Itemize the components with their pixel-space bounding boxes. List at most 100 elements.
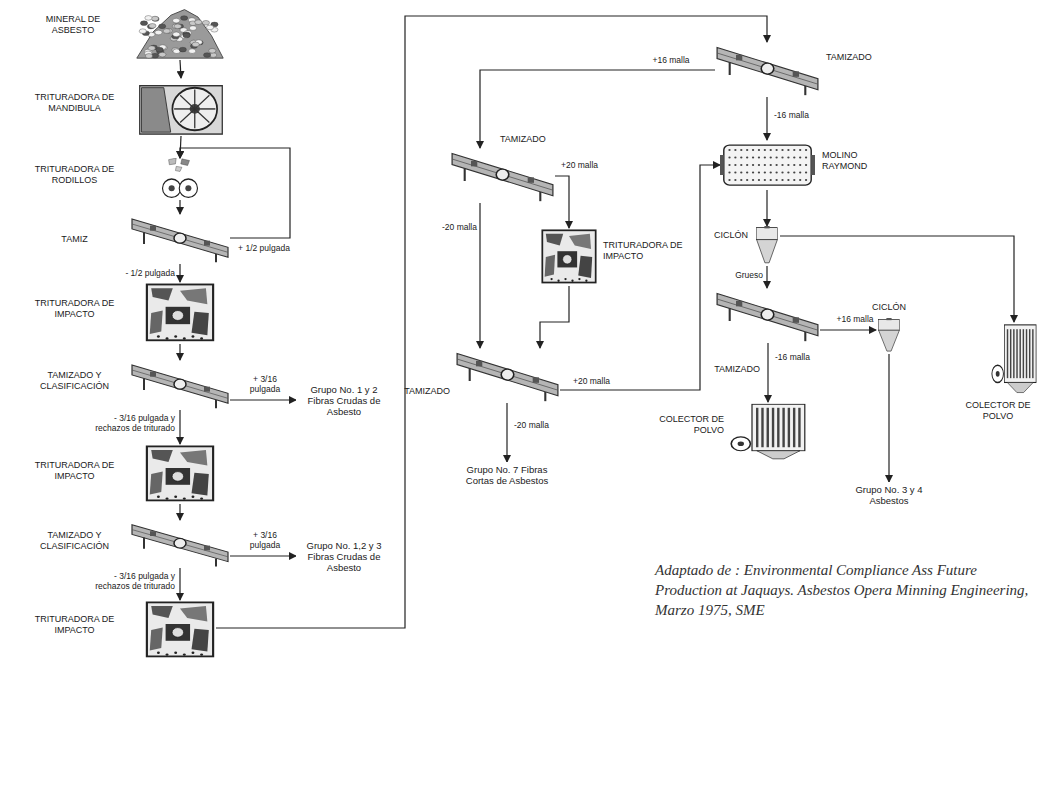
flow-arrow <box>766 266 767 288</box>
output-product: Grupo No. 1,2 y 3 Fibras Crudas de Asbes… <box>296 538 392 575</box>
flow-arrow <box>555 176 569 228</box>
equipment-label: COLECTOR DE POLVO <box>650 414 724 436</box>
equipment-icon <box>720 140 815 190</box>
equipment-node: CICLÓN <box>876 318 902 354</box>
equipment-icon <box>715 288 820 343</box>
equipment-node: CICLÓN <box>754 226 780 266</box>
size-fraction-label: -16 malla <box>773 110 825 120</box>
equipment-node: TAMIZADO <box>455 348 560 403</box>
equipment-icon <box>990 322 1038 394</box>
source-caption: Adaptado de : Environmental Compliance A… <box>655 560 1035 620</box>
flow-arrow <box>540 286 569 348</box>
flow-arrow <box>230 399 296 400</box>
output-product: Grupo No. 1 y 2 Fibras Crudas de Asbesto <box>296 382 392 419</box>
size-fraction-label: +16 malla <box>640 55 702 65</box>
equipment-icon <box>144 600 216 660</box>
flow-arrow <box>179 410 180 444</box>
equipment-icon <box>135 4 225 60</box>
equipment-node: TAMIZADO <box>450 148 555 203</box>
equipment-node: TRITURADORA DE IMPACTO <box>144 444 216 504</box>
product-label: Grupo No. 1,2 y 3 Fibras Crudas de Asbes… <box>298 540 390 573</box>
size-fraction-label: -20 malla <box>424 222 478 232</box>
equipment-label: TAMIZADO <box>500 134 560 145</box>
flow-arrow <box>216 16 767 628</box>
product-label: Grupo No. 3 y 4 Asbestos <box>851 484 927 506</box>
equipment-node: TAMIZADO <box>715 288 820 343</box>
equipment-label: TAMIZADO Y CLASIFICACIÓN <box>22 370 127 392</box>
equipment-icon <box>455 348 560 403</box>
equipment-node: MINERAL DE ASBESTO <box>135 4 225 60</box>
flow-arrow <box>180 60 181 78</box>
size-fraction-label: +20 malla <box>560 160 612 170</box>
equipment-node: TRITURADORA DE RODILLOS <box>161 158 199 200</box>
equipment-label: TRITURADORA DE IMPACTO <box>22 298 127 320</box>
equipment-icon <box>754 226 780 266</box>
flow-arrow <box>767 343 768 402</box>
equipment-label: TAMIZADO <box>392 386 450 397</box>
flow-arrow <box>179 568 180 600</box>
equipment-node: COLECTOR DE POLVO <box>728 402 808 460</box>
equipment-icon <box>728 402 808 460</box>
equipment-node: TAMIZADO <box>715 42 820 97</box>
equipment-label: TRITURADORA DE MANDIBULA <box>22 92 127 114</box>
equipment-label: CICLÓN <box>864 302 914 313</box>
equipment-icon <box>138 78 224 136</box>
equipment-label: TAMIZADO <box>826 52 896 63</box>
flow-arrow <box>179 504 180 520</box>
flow-arrow <box>479 203 480 348</box>
flow-arrow <box>820 329 876 330</box>
output-product: Grupo No. 3 y 4 Asbestos <box>849 482 929 508</box>
equipment-node: TAMIZADO Y CLASIFICACIÓN <box>130 520 230 568</box>
equipment-label: TRITURADORA DE IMPACTO <box>22 460 127 482</box>
equipment-node: TRITURADORA DE IMPACTO <box>144 282 216 344</box>
equipment-node: TAMIZADO Y CLASIFICACIÓN <box>130 360 230 410</box>
equipment-icon <box>130 214 230 264</box>
size-fraction-label: + 3/16 pulgada <box>236 374 294 394</box>
size-fraction-label: + 3/16 pulgada <box>236 530 294 550</box>
flow-arrow <box>180 148 290 238</box>
equipment-node: TRITURADORA DE IMPACTO <box>144 600 216 660</box>
size-fraction-label: Grueso <box>722 270 764 280</box>
flow-arrow <box>888 354 889 482</box>
flow-arrow <box>179 264 180 282</box>
equipment-icon <box>161 158 199 200</box>
equipment-node: COLECTOR DE POLVO <box>990 322 1038 394</box>
equipment-icon <box>876 318 902 354</box>
flow-arrow <box>766 97 767 140</box>
equipment-icon <box>144 444 216 504</box>
equipment-node: TRITURADORA DE IMPACTO <box>540 228 598 286</box>
flow-arrow <box>230 555 296 556</box>
flow-arrow <box>780 236 1014 322</box>
flow-arrow <box>766 190 767 226</box>
size-fraction-label: - 1/2 pulgada <box>120 268 176 278</box>
equipment-label: TAMIZADO <box>688 364 760 375</box>
equipment-node: TAMIZ <box>130 214 230 264</box>
equipment-label: TAMIZ <box>22 234 127 245</box>
flow-arrow <box>179 344 180 360</box>
equipment-label: CICLÓN <box>700 230 748 241</box>
size-fraction-label: - 3/16 pulgada y rechazos de triturado <box>90 571 176 591</box>
flow-arrow <box>480 70 715 148</box>
equipment-label: MOLINO RAYMOND <box>822 150 892 172</box>
equipment-icon <box>540 228 598 286</box>
equipment-node: MOLINO RAYMOND <box>720 140 815 190</box>
equipment-label: MINERAL DE ASBESTO <box>30 14 116 36</box>
product-label: Grupo No. 1 y 2 Fibras Crudas de Asbesto <box>298 384 390 417</box>
equipment-label: COLECTOR DE POLVO <box>960 400 1036 422</box>
equipment-label: TRITURADORA DE IMPACTO <box>603 240 688 262</box>
size-fraction-label: +16 malla <box>834 314 876 324</box>
equipment-icon <box>130 520 230 568</box>
equipment-icon <box>450 148 555 203</box>
output-product: Grupo No. 7 Fibras Cortas de Asbestos <box>462 462 552 488</box>
flow-arrow <box>179 200 180 214</box>
size-fraction-label: +20 malla <box>572 376 624 386</box>
size-fraction-label: - 3/16 pulgada y rechazos de triturado <box>90 413 176 433</box>
equipment-label: TAMIZADO Y CLASIFICACIÓN <box>22 530 127 552</box>
equipment-icon <box>130 360 230 410</box>
flow-arrow <box>506 403 507 462</box>
equipment-node: TRITURADORA DE MANDIBULA <box>138 78 224 136</box>
equipment-icon <box>144 282 216 344</box>
size-fraction-label: + 1/2 pulgada <box>236 243 292 253</box>
equipment-icon <box>715 42 820 97</box>
